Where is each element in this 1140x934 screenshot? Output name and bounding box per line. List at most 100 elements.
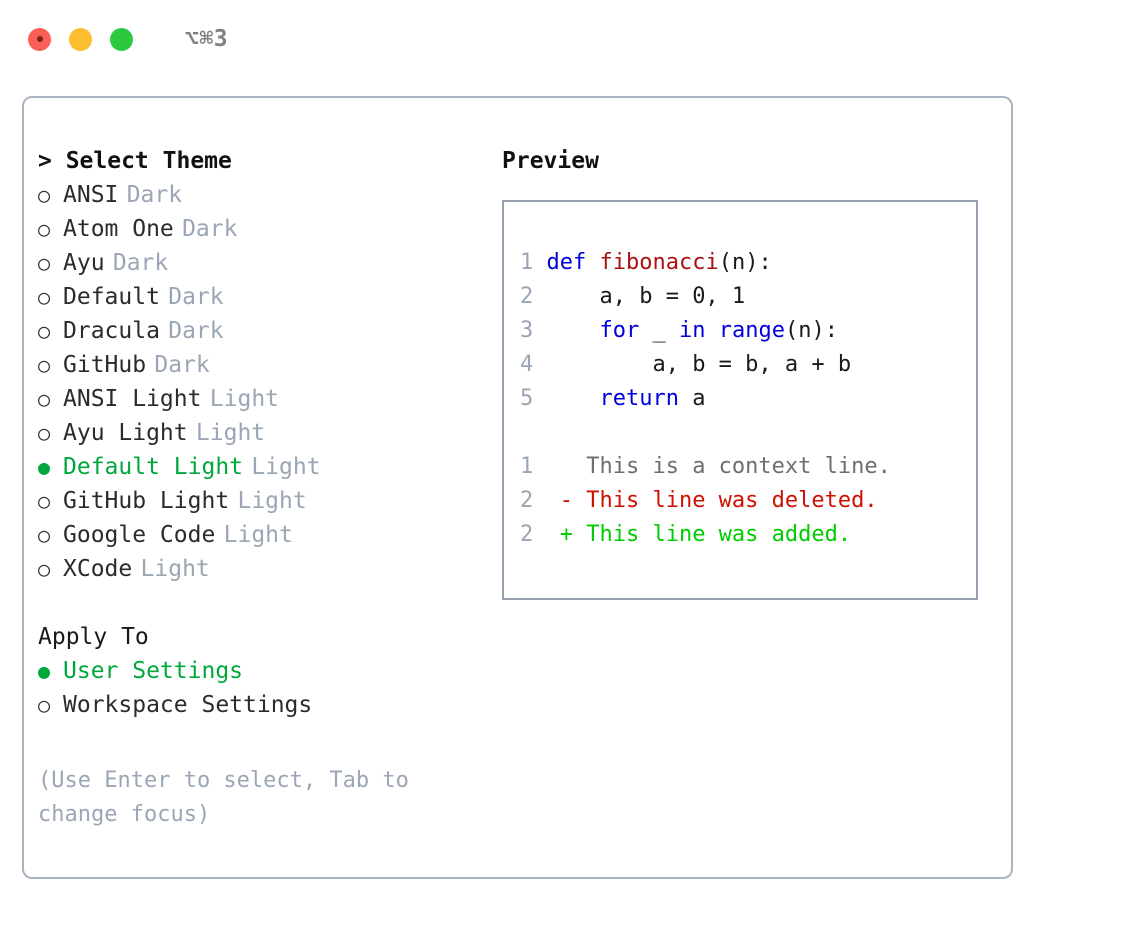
option-variant-badge: Light xyxy=(209,386,280,412)
option-label: Ayu xyxy=(63,250,105,276)
diff-line-text: + This line was added. xyxy=(533,522,852,547)
radio-unselected-icon: ○ xyxy=(38,693,51,717)
code-token: a, b = 0, 1 xyxy=(533,284,746,309)
option-variant-badge: Dark xyxy=(126,182,183,208)
diff-line-text: - This line was deleted. xyxy=(533,488,878,513)
option-label: User Settings xyxy=(63,658,244,684)
code-line: 4 a, b = b, a + b xyxy=(520,348,976,382)
option-variant-badge: Dark xyxy=(154,352,210,378)
radio-unselected-icon: ○ xyxy=(38,387,51,411)
option-variant-badge: Dark xyxy=(112,250,169,276)
code-token xyxy=(533,318,599,343)
option-variant-badge: Light xyxy=(140,556,210,582)
theme-option-github-light[interactable]: ○ GitHub Light Light xyxy=(38,484,488,518)
code-token xyxy=(705,318,718,343)
option-label: Workspace Settings xyxy=(63,692,313,718)
radio-unselected-icon: ○ xyxy=(38,421,51,445)
code-token: range xyxy=(718,318,785,343)
option-label: ANSI xyxy=(63,182,119,208)
option-label: Default Light xyxy=(63,454,244,480)
radio-unselected-icon: ○ xyxy=(38,489,51,513)
code-token: a, b = b, a + b xyxy=(533,352,852,377)
diff-line-text: This is a context line. xyxy=(533,454,891,479)
option-variant-badge: Dark xyxy=(168,318,224,344)
radio-unselected-icon: ○ xyxy=(38,557,51,581)
code-line: 3 for _ in range(n): xyxy=(520,314,976,348)
diff-line-ctx: 1 This is a context line. xyxy=(520,450,976,484)
diff-sample: 1 This is a context line. 2 - This line w… xyxy=(520,450,976,552)
code-token: return xyxy=(599,386,679,411)
radio-unselected-icon: ○ xyxy=(38,183,51,207)
code-line: 2 a, b = 0, 1 xyxy=(520,280,976,314)
option-label: ANSI Light xyxy=(63,386,202,412)
option-variant-badge: Dark xyxy=(182,216,238,242)
radio-unselected-icon: ○ xyxy=(38,251,51,275)
theme-option-ansi[interactable]: ○ ANSI Dark xyxy=(38,178,488,212)
radio-unselected-icon: ○ xyxy=(38,523,51,547)
option-variant-badge: Light xyxy=(237,488,307,514)
option-label: GitHub Light xyxy=(63,488,230,514)
radio-unselected-icon: ○ xyxy=(38,319,51,343)
option-label: GitHub xyxy=(63,352,147,378)
line-number: 5 xyxy=(520,386,534,411)
option-label: Default xyxy=(63,284,160,310)
option-label: Google Code xyxy=(63,522,216,548)
window-titlebar: ⌥⌘3 xyxy=(0,0,1140,78)
line-number: 4 xyxy=(520,352,534,377)
apply-to-header: Apply To xyxy=(38,624,149,650)
radio-selected-icon: ● xyxy=(38,659,51,683)
option-label: Ayu Light xyxy=(63,420,188,446)
theme-option-xcode[interactable]: ○ XCode Light xyxy=(38,552,488,586)
code-token: (n): xyxy=(784,318,838,343)
theme-option-dracula[interactable]: ○ Dracula Dark xyxy=(38,314,488,348)
code-token: fibonacci xyxy=(599,250,719,275)
option-variant-badge: Light xyxy=(223,522,293,548)
apply-option-user-settings[interactable]: ● User Settings xyxy=(38,654,488,688)
code-line: 5 return a xyxy=(520,382,976,416)
code-token: for xyxy=(599,318,640,343)
code-token: (n): xyxy=(718,250,772,275)
theme-option-ayu[interactable]: ○ Ayu Dark xyxy=(38,246,488,280)
keyboard-shortcut-label: ⌥⌘3 xyxy=(185,26,229,52)
option-label: Dracula xyxy=(63,318,160,344)
preview-title: Preview xyxy=(502,148,599,174)
keyboard-hint-text: (Use Enter to select, Tab to change focu… xyxy=(38,768,423,827)
preview-column: Preview 1 def fibonacci(n):2 a, b = 0, 1… xyxy=(502,144,992,600)
radio-selected-icon: ● xyxy=(38,455,51,479)
apply-to-options-list: ● User Settings ○ Workspace Settings xyxy=(38,654,488,722)
theme-option-google-code[interactable]: ○ Google Code Light xyxy=(38,518,488,552)
list-spacer xyxy=(38,586,488,620)
line-number: 1 xyxy=(520,250,534,275)
option-label: Atom One xyxy=(63,216,174,242)
line-number: 3 xyxy=(520,318,534,343)
close-button[interactable] xyxy=(28,27,51,51)
maximize-button[interactable] xyxy=(110,27,133,51)
radio-unselected-icon: ○ xyxy=(38,353,51,377)
code-token: def xyxy=(533,250,600,275)
radio-unselected-icon: ○ xyxy=(38,285,51,309)
code-diff-separator xyxy=(520,416,976,450)
option-variant-badge: Light xyxy=(251,454,321,480)
traffic-lights xyxy=(28,27,133,51)
theme-option-default-light[interactable]: ● Default Light Light xyxy=(38,450,488,484)
theme-option-ansi-light[interactable]: ○ ANSI Light Light xyxy=(38,382,488,416)
select-theme-header: > Select Theme xyxy=(38,148,232,174)
theme-option-github[interactable]: ○ GitHub Dark xyxy=(38,348,488,382)
option-label: XCode xyxy=(63,556,133,582)
diff-line-add: 2 + This line was added. xyxy=(520,518,976,552)
minimize-button[interactable] xyxy=(69,27,92,51)
code-token xyxy=(533,386,599,411)
code-line: 1 def fibonacci(n): xyxy=(520,246,976,280)
code-token: in xyxy=(678,318,706,343)
apply-option-workspace-settings[interactable]: ○ Workspace Settings xyxy=(38,688,488,722)
line-number: 2 xyxy=(520,488,534,513)
